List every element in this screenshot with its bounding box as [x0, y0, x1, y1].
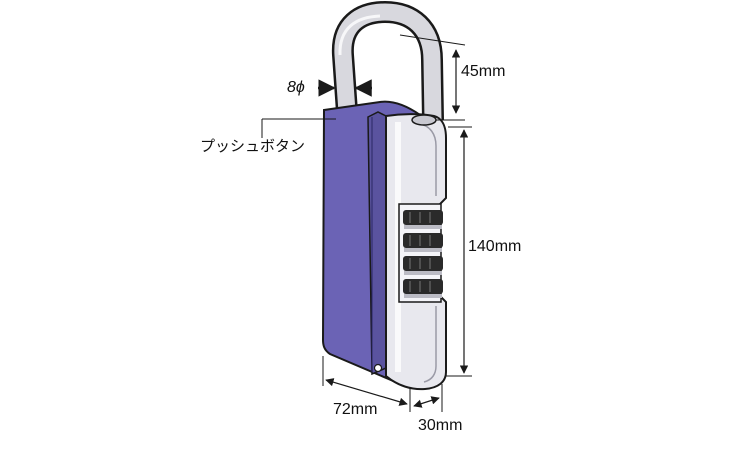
combination-dial-3: [403, 256, 443, 275]
label-shackle-height: 45mm: [461, 63, 506, 80]
dimension-depth: [413, 384, 443, 412]
combination-dial-1: [403, 210, 443, 229]
shackle: [331, 0, 444, 121]
combination-dial-2: [403, 233, 443, 252]
dimension-shackle-height: [399, 34, 466, 121]
rivet: [373, 363, 383, 373]
label-shackle-diameter: 8ϕ: [287, 79, 305, 96]
label-width: 72mm: [333, 401, 378, 418]
dimension-body-height: [446, 126, 472, 377]
label-depth: 30mm: [418, 417, 463, 434]
combination-dial-4: [403, 279, 443, 298]
label-push-button: プッシュボタン: [200, 138, 306, 155]
dimension-width: [322, 356, 411, 412]
dial-window: [398, 203, 443, 303]
label-body-height: 140mm: [468, 238, 522, 255]
push-button-leader: [261, 118, 336, 138]
